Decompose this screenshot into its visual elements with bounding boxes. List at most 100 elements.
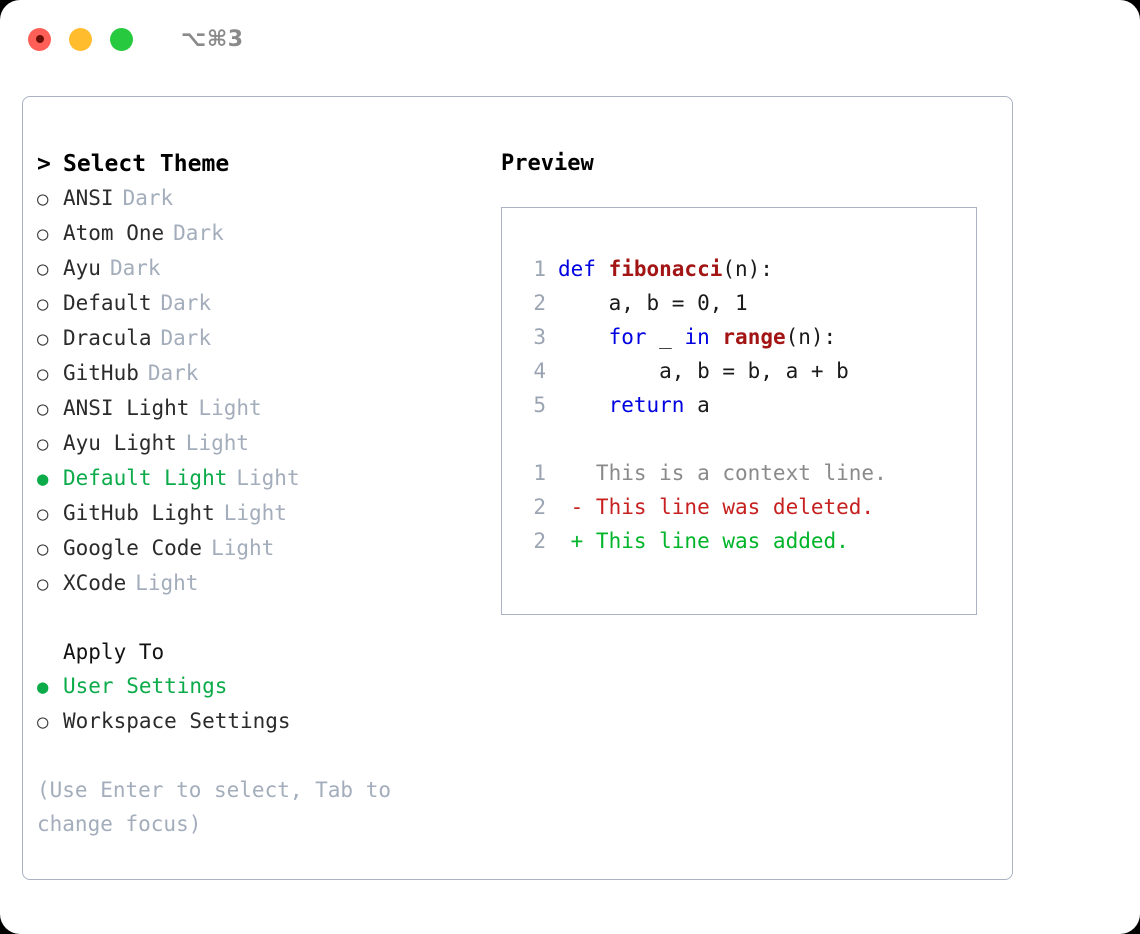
token-kw: for	[608, 325, 647, 349]
diff-content: + This line was added.	[558, 524, 849, 558]
section-spacer	[37, 601, 492, 635]
token-pl: a	[684, 393, 710, 417]
code-content: a, b = b, a + b	[558, 354, 849, 388]
code-content: a, b = 0, 1	[558, 286, 748, 320]
theme-option-xcode[interactable]: ○ XCode Light	[37, 566, 492, 601]
token-del: - This line was deleted.	[558, 495, 875, 519]
window-title: ⌥⌘3	[181, 26, 244, 52]
theme-option-github[interactable]: ○ GitHub Dark	[37, 356, 492, 391]
line-number: 2	[533, 529, 546, 553]
theme-option-label: GitHub	[63, 361, 139, 385]
token-pl: (n):	[785, 325, 837, 349]
code-content: return a	[558, 388, 710, 422]
diff-line: 2 - This line was deleted.	[518, 490, 976, 524]
line-number: 3	[533, 325, 546, 349]
theme-option-tag: Dark	[160, 326, 212, 350]
diff-content: - This line was deleted.	[558, 490, 874, 524]
theme-option-google-code[interactable]: ○ Google Code Light	[37, 531, 492, 566]
token-pl	[558, 325, 609, 349]
radio-unselected-icon: ○	[37, 711, 49, 733]
radio-unselected-icon: ○	[37, 538, 49, 560]
window-controls	[28, 27, 133, 51]
code-line: 3 for _ in range(n):	[518, 320, 976, 354]
apply-to-option-workspace-settings[interactable]: ○ Workspace Settings	[37, 704, 492, 739]
diff-line: 2 + This line was added.	[518, 524, 976, 558]
line-number: 2	[533, 291, 546, 315]
maximize-button[interactable]	[110, 27, 133, 51]
apply-to-header: Apply To	[37, 635, 492, 669]
apply-to-option-label: Workspace Settings	[63, 709, 291, 733]
token-pl	[710, 325, 723, 349]
theme-option-label: XCode	[63, 571, 127, 595]
line-number: 1	[533, 257, 546, 281]
code-line: 2 a, b = 0, 1	[518, 286, 976, 320]
token-add: + This line was added.	[558, 529, 849, 553]
theme-option-tag: Dark	[160, 291, 212, 315]
token-ctx: This is a context line.	[558, 461, 887, 485]
theme-option-label: Ayu Light	[63, 431, 177, 455]
token-fn: fibonacci	[608, 257, 723, 281]
theme-option-label: Default	[63, 291, 152, 315]
line-number: 4	[533, 359, 546, 383]
radio-unselected-icon: ○	[37, 223, 49, 245]
theme-option-tag: Dark	[173, 221, 224, 245]
theme-option-tag: Dark	[147, 361, 199, 385]
theme-option-tag: Light	[223, 501, 287, 525]
code-content: for _ in range(n):	[558, 320, 837, 354]
theme-option-label: ANSI Light	[63, 396, 190, 420]
theme-option-label: Default Light	[63, 466, 228, 490]
theme-option-tag: Light	[236, 466, 300, 490]
apply-to-title: Apply To	[63, 640, 165, 664]
theme-option-tag: Light	[135, 571, 199, 595]
theme-option-label: Google Code	[63, 536, 203, 560]
title-bar: ⌥⌘3	[0, 0, 1140, 78]
line-number: 5	[533, 393, 546, 417]
token-pl	[558, 393, 609, 417]
code-line: 5 return a	[518, 388, 976, 422]
diff-content: This is a context line.	[558, 456, 887, 490]
theme-option-label: Ayu	[63, 256, 101, 280]
theme-option-label: Dracula	[63, 326, 152, 350]
theme-option-tag: Dark	[122, 186, 174, 210]
line-number: 1	[533, 461, 546, 485]
token-kw: in	[684, 325, 710, 349]
minimize-button[interactable]	[69, 27, 92, 51]
code-line: 4 a, b = b, a + b	[518, 354, 976, 388]
apply-to-option-user-settings[interactable]: ●User Settings	[37, 669, 492, 704]
token-fn: range	[722, 325, 786, 349]
radio-unselected-icon: ○	[37, 573, 49, 595]
radio-unselected-icon: ○	[37, 363, 49, 385]
diff-sample: 1 This is a context line.2 - This line w…	[518, 456, 976, 558]
radio-unselected-icon: ○	[37, 433, 49, 455]
theme-option-tag: Dark	[109, 256, 161, 280]
code-diff-spacer	[518, 422, 976, 456]
token-kw: return	[608, 393, 685, 417]
theme-option-label: ANSI	[63, 186, 114, 210]
theme-option-tag: Light	[211, 536, 275, 560]
token-pl: a, b = 0, 1	[558, 291, 748, 315]
token-kw: def	[558, 257, 609, 281]
close-button[interactable]	[28, 27, 51, 51]
keyboard-hint: (Use Enter to select, Tab to change focu…	[37, 778, 404, 836]
theme-picker-title: Select Theme	[63, 151, 230, 177]
radio-unselected-icon: ○	[37, 398, 49, 420]
diff-line: 1 This is a context line.	[518, 456, 976, 490]
theme-option-label: GitHub Light	[63, 501, 215, 525]
